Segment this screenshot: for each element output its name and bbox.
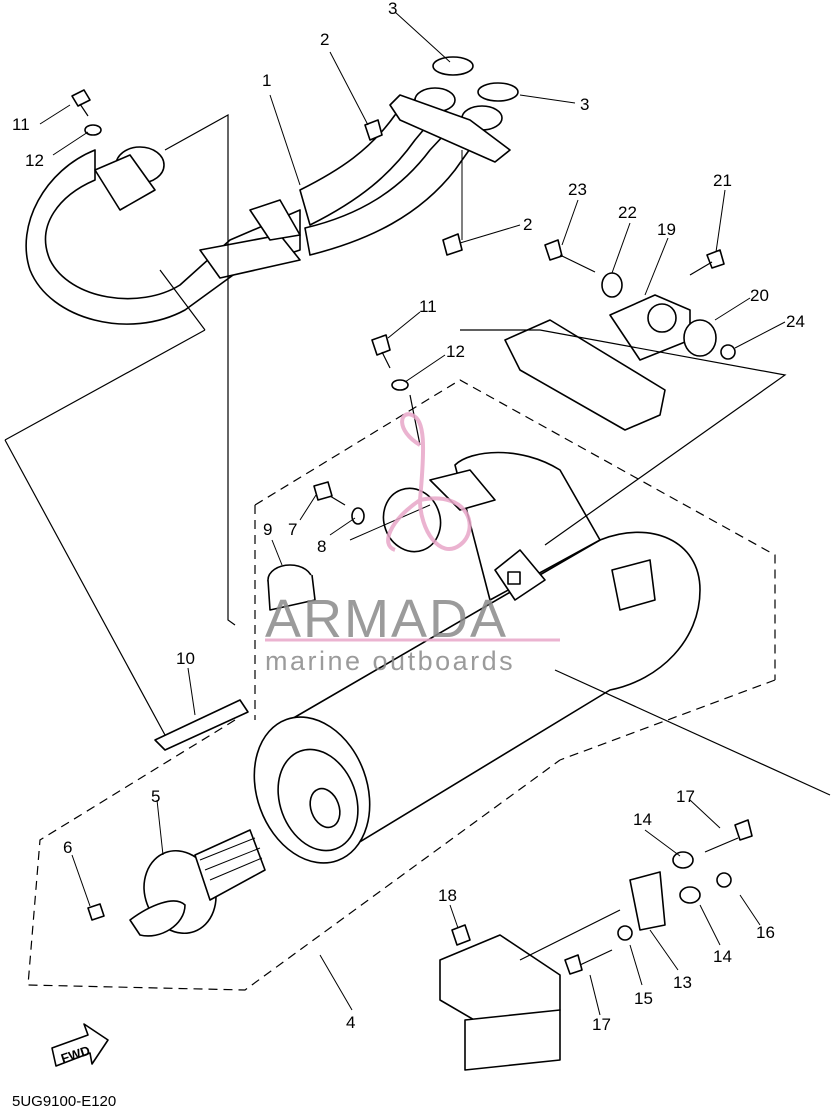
watermark-tagline: marine outboards xyxy=(265,646,515,676)
upper-bracket-part xyxy=(504,272,736,431)
leader-lines xyxy=(4,11,831,1016)
spark-arrester-part xyxy=(129,829,266,937)
callout-14: 14 xyxy=(713,947,732,966)
callout-12: 12 xyxy=(25,151,44,170)
hardware-parts xyxy=(71,56,753,975)
callout-7: 7 xyxy=(288,520,297,539)
callout-23: 23 xyxy=(568,180,587,199)
callout-22: 22 xyxy=(618,203,637,222)
fwd-arrow-icon: FWD xyxy=(51,1023,109,1067)
muffler-clamp-part xyxy=(349,469,496,553)
callout-18: 18 xyxy=(438,886,457,905)
callout-6: 6 xyxy=(63,838,72,857)
callout-19: 19 xyxy=(657,220,676,239)
callout-16: 16 xyxy=(756,923,775,942)
armada-watermark: ARMADA marine outboards xyxy=(265,412,560,676)
callout-17: 17 xyxy=(676,787,695,806)
callout-13: 13 xyxy=(673,973,692,992)
callout-9: 9 xyxy=(263,520,272,539)
callout-8: 8 xyxy=(317,537,326,556)
callout-24: 24 xyxy=(786,312,805,331)
callout-11: 11 xyxy=(419,297,437,316)
callout-12: 12 xyxy=(446,342,465,361)
callout-1: 1 xyxy=(262,71,271,90)
muffler-part xyxy=(253,451,701,864)
lower-bracket-part xyxy=(439,851,732,1071)
callout-4: 4 xyxy=(346,1013,355,1032)
callout-11: 11 xyxy=(12,115,30,134)
callout-3: 3 xyxy=(388,0,397,18)
callout-20: 20 xyxy=(750,286,769,305)
watermark-brand: ARMADA xyxy=(265,589,508,649)
callout-10: 10 xyxy=(176,649,195,668)
callout-2: 2 xyxy=(523,215,532,234)
callout-labels: 1 2 3 3 2 11 12 23 22 19 21 20 24 11 12 … xyxy=(12,0,805,1034)
callout-21: 21 xyxy=(713,171,732,190)
exhaust-pipe-part xyxy=(25,87,511,325)
callout-14: 14 xyxy=(633,810,652,829)
callout-5: 5 xyxy=(151,787,160,806)
callout-3: 3 xyxy=(580,95,589,114)
propeller-logo-icon xyxy=(386,412,472,552)
callout-15: 15 xyxy=(634,989,653,1008)
callout-2: 2 xyxy=(320,30,329,49)
callout-17: 17 xyxy=(592,1015,611,1034)
diagram-code: 5UG9100-E120 xyxy=(12,1093,116,1110)
